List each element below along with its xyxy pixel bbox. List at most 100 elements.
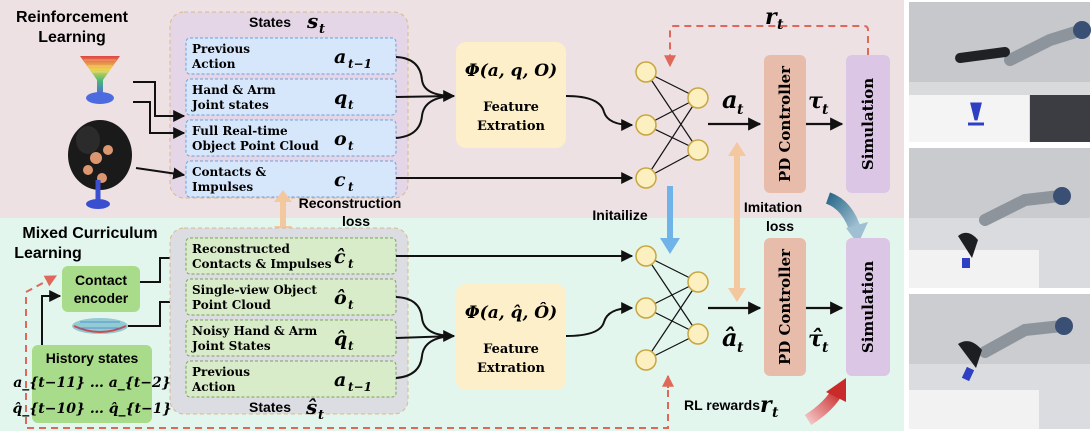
bottom-state-row-3-line1: Previous bbox=[192, 365, 250, 379]
bottom-state-row-2-sub: t bbox=[348, 339, 354, 353]
bottom-feature-box bbox=[456, 284, 566, 390]
real-robot-photo-3 bbox=[909, 294, 1090, 429]
top-states-symbol: s bbox=[306, 9, 318, 33]
top-state-row-1-symbol: q bbox=[334, 87, 347, 109]
hand-point-cloud-icon bbox=[68, 120, 132, 209]
top-state-row-3-symbol: c bbox=[334, 169, 346, 191]
history-title: History states bbox=[46, 350, 139, 366]
top-state-row-1-sub: t bbox=[348, 98, 354, 112]
reconstruction-line2: loss bbox=[342, 213, 370, 229]
bottom-action-sym: â bbox=[722, 323, 738, 352]
bottom-sim-label: Simulation bbox=[859, 261, 877, 353]
arrow-top-feature-to-net bbox=[565, 95, 634, 131]
bottom-reward-sym: r bbox=[760, 392, 773, 418]
bottom-state-row-3-sub: t−1 bbox=[348, 380, 372, 394]
history-states-box bbox=[32, 345, 152, 423]
bottom-tau-sub: t bbox=[822, 340, 829, 356]
red-curve-head bbox=[826, 378, 846, 402]
top-state-row-0-sub: t−1 bbox=[348, 57, 372, 71]
bottom-states-title: States bbox=[249, 399, 291, 415]
mcl-title-line2: Learning bbox=[14, 245, 82, 262]
arrow-hand-to-contacts bbox=[135, 167, 186, 180]
top-reward-loop bbox=[664, 25, 869, 68]
bottom-simulation bbox=[846, 238, 890, 376]
reconstruction-arrow-head-up bbox=[274, 190, 292, 202]
bottom-state-row-0-line2: Contacts & Impulses bbox=[192, 257, 332, 271]
top-feature-box bbox=[456, 42, 566, 148]
bottom-state-row-3 bbox=[185, 360, 397, 398]
bottom-state-row-0-sub: t bbox=[348, 257, 354, 271]
bottom-feature-formula: Φ(a, q̂, Ô) bbox=[465, 302, 557, 323]
top-state-row-3-sub: t bbox=[348, 180, 354, 194]
initialize-arrow-head bbox=[660, 238, 680, 254]
rl-rewards-label: RL rewards bbox=[684, 397, 760, 413]
top-state-row-3-line2: Impulses bbox=[192, 180, 253, 194]
bottom-state-row-1-symbol: ô bbox=[334, 287, 347, 309]
top-pd-controller bbox=[764, 55, 806, 193]
rl-title-line2: Learning bbox=[38, 29, 106, 46]
arrow-goblet-to-cloud bbox=[133, 101, 186, 139]
arrow-bottom-feature-to-net bbox=[565, 302, 634, 337]
history-row1: a_{t−11} … a_{t−2} bbox=[13, 375, 171, 391]
imitation-line2: loss bbox=[766, 218, 794, 234]
top-feature-line2: Extration bbox=[477, 119, 546, 134]
history-row2: q̂_{t−10} … q̂_{t−1} bbox=[13, 401, 172, 417]
top-reward-sym: r bbox=[765, 4, 778, 30]
real-robot-photo-1 bbox=[909, 2, 1091, 142]
bottom-merge-1 bbox=[395, 296, 456, 342]
bottom-state-row-2-line1: Noisy Hand & Arm bbox=[192, 324, 317, 338]
top-state-row-2-sub: t bbox=[348, 139, 354, 153]
bottom-state-row-1-sub: t bbox=[348, 298, 354, 312]
bottom-states-sub: t bbox=[318, 408, 324, 423]
top-merge-1 bbox=[395, 56, 456, 102]
bottom-policy-network bbox=[635, 245, 709, 371]
single-view-cloud-icon bbox=[72, 318, 128, 334]
imitation-line1: Imitation bbox=[744, 199, 802, 215]
real-robot-photo-2 bbox=[909, 148, 1090, 288]
bottom-tau-sym: τ̂ bbox=[808, 326, 823, 352]
initialize-label: Initailize bbox=[592, 207, 647, 223]
top-pd-label: PD Controller bbox=[776, 65, 794, 182]
bottom-pd-label: PD Controller bbox=[776, 248, 794, 365]
top-action-sub: t bbox=[737, 102, 744, 118]
bottom-state-row-2-symbol: q̂ bbox=[334, 328, 347, 350]
top-state-row-0 bbox=[185, 37, 397, 75]
top-state-row-0-line1: Previous bbox=[192, 42, 250, 56]
top-tau-sym: τ bbox=[808, 88, 823, 114]
top-feature-line1: Feature bbox=[483, 100, 539, 115]
bottom-state-row-3-line2: Action bbox=[191, 380, 236, 394]
arrow-history-to-encoder bbox=[41, 290, 62, 345]
top-state-row-2-symbol: o bbox=[334, 128, 347, 150]
goblet-point-cloud-icon bbox=[80, 56, 120, 104]
arrow-goblet-to-joint bbox=[133, 81, 186, 122]
bottom-reward-sub: t bbox=[772, 405, 779, 421]
top-feature-formula: Φ(a, q, O) bbox=[465, 61, 557, 81]
contact-encoder-box bbox=[62, 266, 140, 312]
top-state-row-1-line2: Joint states bbox=[191, 98, 269, 112]
bottom-state-row-0-symbol: ĉ bbox=[334, 246, 346, 268]
top-states-title: States bbox=[249, 14, 291, 30]
top-tau-sub: t bbox=[822, 102, 829, 118]
top-sim-label: Simulation bbox=[859, 78, 877, 170]
imitation-arrow-head-up bbox=[728, 142, 746, 156]
bottom-feature-line1: Feature bbox=[483, 342, 539, 357]
top-policy-network bbox=[635, 61, 709, 189]
top-state-row-1-line1: Hand & Arm bbox=[192, 83, 276, 97]
rl-title-line1: Reinforcement bbox=[16, 9, 129, 26]
bottom-state-row-1-line2: Point Cloud bbox=[192, 298, 272, 312]
bottom-state-row-3-symbol: a bbox=[334, 369, 346, 391]
top-action-sym: a bbox=[722, 85, 738, 114]
top-reward-sub: t bbox=[777, 17, 784, 33]
top-merge-3 bbox=[395, 95, 455, 139]
contact-encoder-line1: Contact bbox=[75, 272, 127, 288]
curve-top-to-bottom-head bbox=[846, 222, 868, 244]
reconstruction-line1: Reconstruction bbox=[299, 195, 402, 211]
bottom-state-row-0-line1: Reconstructed bbox=[192, 242, 290, 256]
mcl-title-line1: Mixed Curriculum bbox=[22, 225, 157, 242]
top-state-row-0-line2: Action bbox=[191, 57, 236, 71]
bottom-pd-controller bbox=[764, 238, 806, 376]
top-state-row-2-line2: Object Point Cloud bbox=[192, 139, 319, 153]
bottom-state-row-2-line2: Joint States bbox=[191, 339, 271, 353]
